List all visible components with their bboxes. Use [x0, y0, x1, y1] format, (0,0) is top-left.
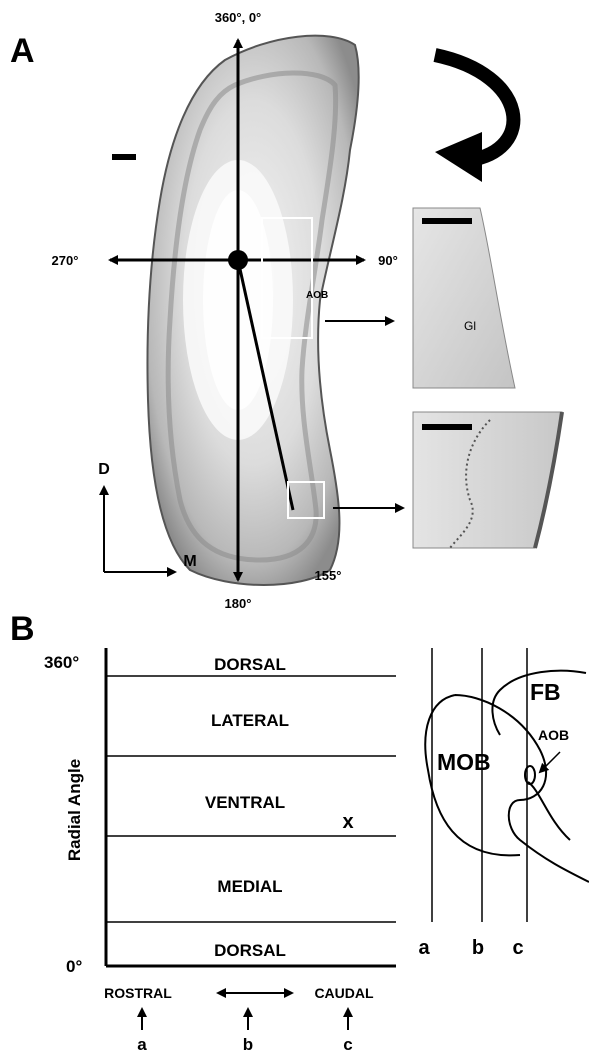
inset-1-scale-bar: [422, 218, 472, 224]
rostral-label: ROSTRAL: [104, 985, 172, 1001]
angle-bottom-label: 180°: [225, 596, 252, 611]
panel-b-letter: B: [10, 610, 35, 648]
y-axis-label: Radial Angle: [65, 759, 84, 861]
schematic-aob-label: AOB: [538, 727, 569, 743]
schematic-label-b: b: [472, 937, 484, 959]
position-c: c: [343, 1035, 352, 1054]
schematic-label-c: c: [512, 937, 523, 959]
bulb-schematic: FB MOB AOB a b c: [418, 648, 589, 959]
gl-label: Gl: [464, 319, 476, 333]
angle-left-label: 270°: [52, 253, 79, 268]
x-marker: x: [342, 811, 353, 833]
panel-a-letter: A: [10, 32, 35, 70]
aob-label: AOB: [306, 290, 328, 301]
mob-label: MOB: [437, 749, 491, 775]
fb-label: FB: [530, 679, 561, 705]
region-ventral: VENTRAL: [205, 793, 285, 812]
angle-top-label: 360°, 0°: [215, 10, 262, 25]
position-b: b: [243, 1035, 253, 1054]
inset-aob: Gl: [413, 208, 515, 388]
region-dorsal-top: DORSAL: [214, 655, 286, 674]
aob-outline: [528, 782, 570, 840]
dorsal-label: D: [98, 461, 110, 478]
rotation-arrowhead-icon: [435, 132, 482, 182]
angle-oblique-label: 155°: [315, 568, 342, 583]
y-bottom-label: 0°: [66, 957, 82, 976]
center-point: [228, 250, 248, 270]
inset-lower: [413, 412, 562, 548]
region-medial: MEDIAL: [217, 877, 282, 896]
mob-outline: [425, 695, 589, 882]
position-a: a: [137, 1035, 147, 1054]
medial-label: M: [183, 553, 196, 570]
region-lateral: LATERAL: [211, 711, 289, 730]
panel-a: A 360°, 0° 270° 90° 180° 155° AOB: [10, 10, 562, 611]
panel-b: B 360° 0° Radial Angle DORSAL LATERAL VE…: [10, 610, 589, 1054]
inset-2-scale-bar: [422, 424, 472, 430]
scale-bar: [112, 154, 136, 160]
schematic-label-a: a: [418, 937, 430, 959]
angle-right-label: 90°: [378, 253, 398, 268]
bulb-section-image: [148, 36, 359, 585]
y-top-label: 360°: [44, 653, 79, 672]
caudal-label: CAUDAL: [314, 985, 374, 1001]
region-dorsal-bottom: DORSAL: [214, 941, 286, 960]
